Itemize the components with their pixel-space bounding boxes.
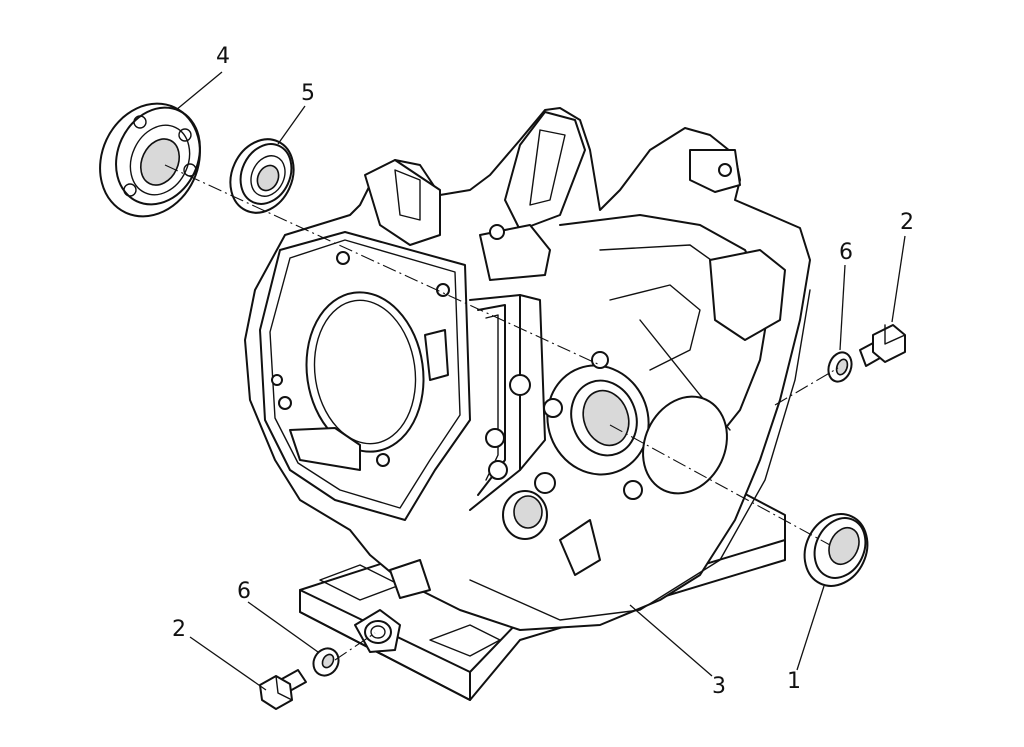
callout-6-left: 6	[237, 579, 251, 604]
crankcase	[244, 107, 811, 701]
washer-6-left	[312, 647, 340, 677]
washer-6-right	[827, 351, 853, 383]
ball-bearing-4	[99, 102, 201, 218]
callout-6-right: 6	[839, 240, 853, 265]
leader-lines	[175, 71, 906, 691]
assembly-axes	[164, 164, 839, 661]
callout-2-right: 2	[900, 210, 914, 235]
callout-4: 4	[216, 44, 230, 69]
ball-bearing-5	[229, 138, 295, 214]
drain-bolt-2-left	[259, 669, 307, 710]
drain-bolt-2-right	[859, 324, 906, 367]
callout-3: 3	[712, 674, 726, 699]
callout-1: 1	[787, 669, 801, 694]
oil-seal-1	[803, 513, 869, 587]
callout-2-left: 2	[172, 617, 186, 642]
callout-5: 5	[301, 81, 315, 106]
